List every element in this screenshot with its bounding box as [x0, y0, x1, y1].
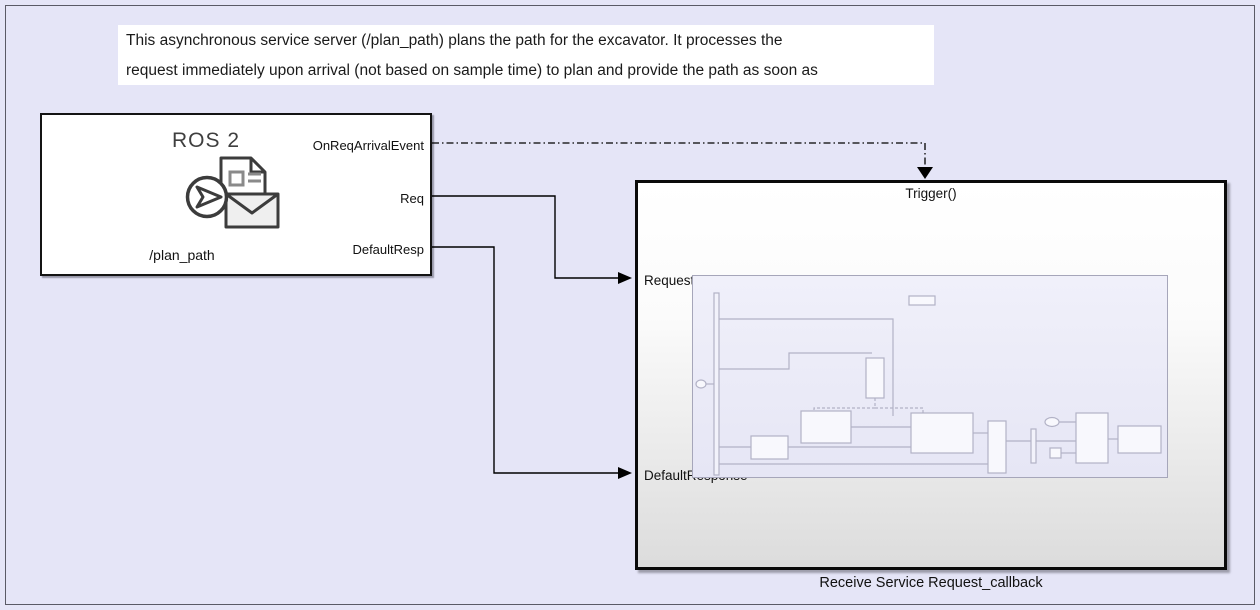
trigger-arrowhead [917, 167, 933, 179]
annotation-line-1: This asynchronous service server (/plan_… [126, 32, 783, 49]
subsystem-receive-service-request[interactable]: Trigger() Request DefaultResponse [635, 180, 1227, 570]
port-label-defaultresp: DefaultResp [352, 242, 424, 257]
ros2-service-message-icon [185, 156, 280, 229]
ros2-block-name[interactable]: /plan_path [149, 247, 215, 263]
preview-diagram [695, 292, 1162, 476]
req-wire[interactable] [432, 195, 632, 284]
port-label-req: Req [400, 191, 424, 206]
subsystem-name[interactable]: Receive Service Request_callback [819, 575, 1043, 591]
port-label-onreqarrivalevent: OnReqArrivalEvent [312, 138, 424, 153]
subsystem-port-label-request: Request [644, 273, 695, 288]
annotation-line-2: request immediately upon arrival (not ba… [126, 62, 818, 79]
subsystem-content-preview [692, 275, 1168, 478]
annotation-text[interactable]: This asynchronous service server (/plan_… [118, 25, 934, 85]
ros2-service-server-block[interactable]: ROS 2 /plan_path OnReqArrivalEvent Req D… [40, 113, 432, 276]
ros2-title: ROS 2 [172, 129, 241, 152]
trigger-event-wire[interactable] [432, 142, 933, 179]
trigger-port-label: Trigger() [905, 186, 957, 201]
defaultresponse-arrowhead [618, 467, 632, 479]
request-arrowhead [618, 272, 632, 284]
defaultresp-wire[interactable] [432, 246, 632, 479]
